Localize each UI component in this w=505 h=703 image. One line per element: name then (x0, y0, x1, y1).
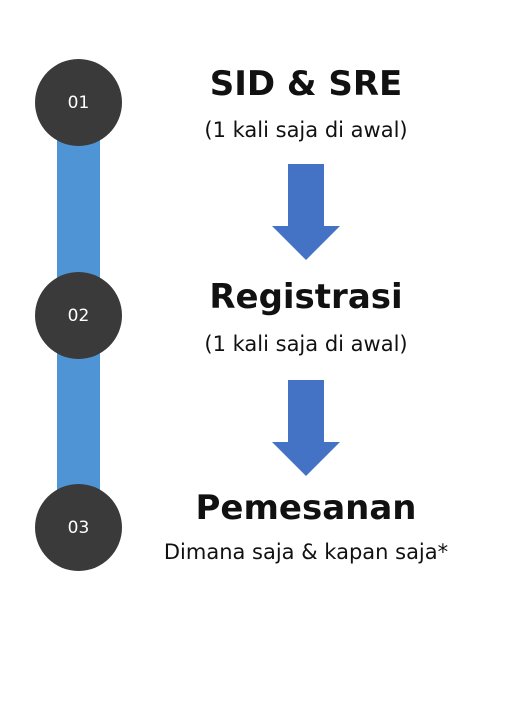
step-subtitle-3: Dimana saja & kapan saja* (163, 540, 449, 564)
step-number-3: 03 (67, 517, 90, 538)
step-number-circle-1: 01 (35, 59, 122, 146)
step-subtitle-1: (1 kali saja di awal) (204, 118, 408, 142)
down-arrow-icon (272, 164, 340, 260)
step-number-2: 02 (67, 305, 90, 326)
step-title-1: SID & SRE (209, 64, 403, 104)
step-number-1: 01 (67, 92, 90, 113)
step-subtitle-2: (1 kali saja di awal) (204, 332, 408, 356)
step-number-circle-3: 03 (35, 484, 122, 571)
step-number-circle-2: 02 (35, 272, 122, 359)
step-title-2: Registrasi (209, 277, 403, 317)
step-title-3: Pemesanan (195, 488, 417, 528)
down-arrow-icon (272, 380, 340, 476)
